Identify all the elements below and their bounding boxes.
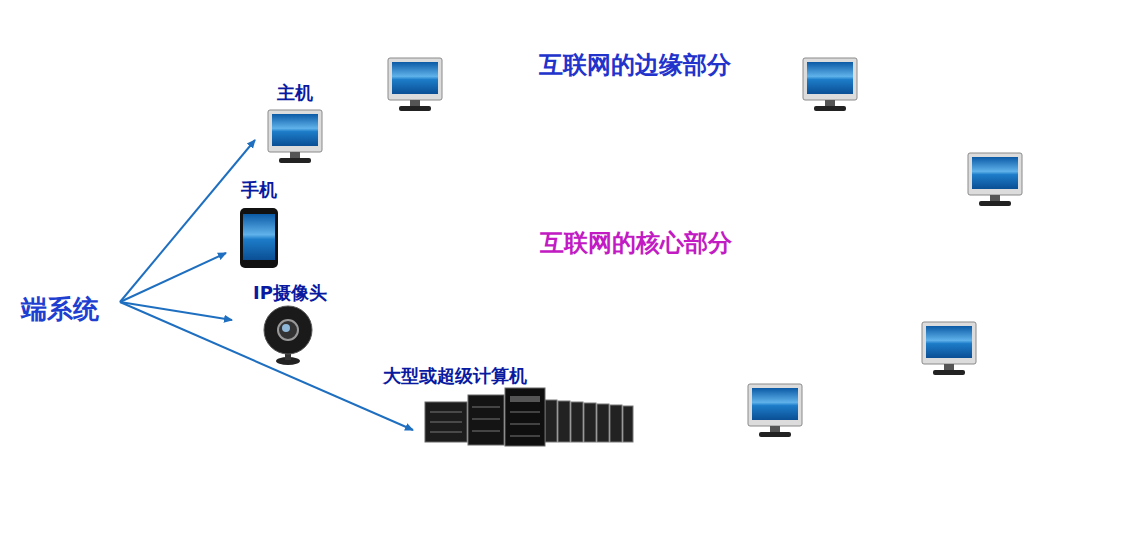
camera-icon xyxy=(264,306,312,365)
core-ellipse: 互联网的核心部分 xyxy=(308,115,965,370)
supercomputer-icon xyxy=(425,388,633,446)
group-label: 端系统 xyxy=(21,294,99,325)
device-label: IP摄像头 xyxy=(253,282,327,304)
pointer-arrows xyxy=(120,140,413,430)
edge-band: 互联网的边缘部分互联网的核心部分 xyxy=(155,5,1095,475)
region-title: 互联网的边缘部分 xyxy=(539,51,731,80)
core-title: 互联网的核心部分 xyxy=(540,229,732,258)
device-label: 主机 xyxy=(277,82,313,104)
device-label: 手机 xyxy=(241,179,277,201)
monitor-icons xyxy=(268,58,1022,437)
device-label: 大型或超级计算机 xyxy=(383,365,527,387)
phone-icon xyxy=(240,208,278,268)
